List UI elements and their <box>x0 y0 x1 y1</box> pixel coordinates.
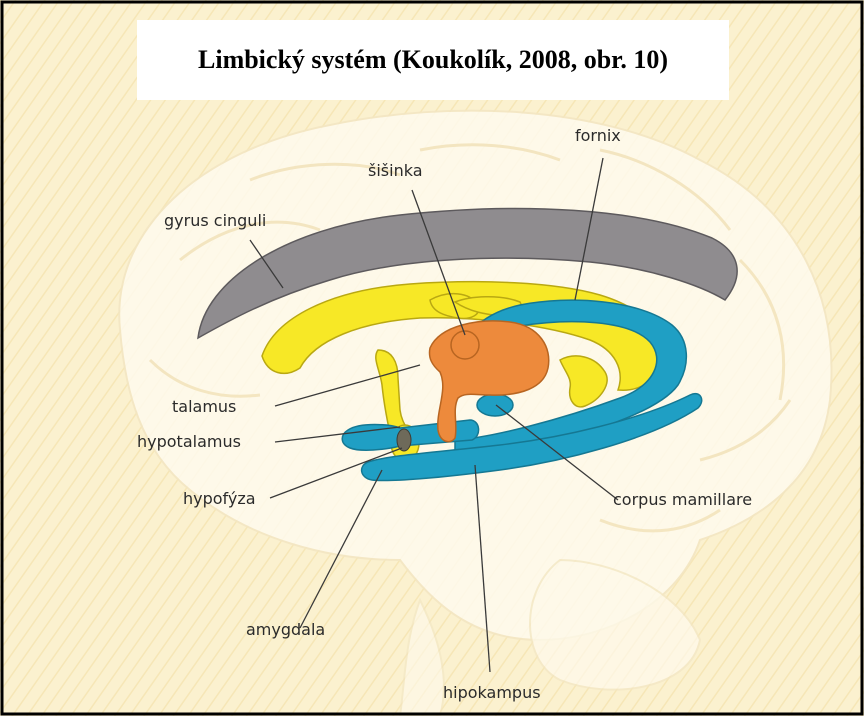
label-corpus-mamillare: corpus mamillare <box>613 490 752 509</box>
label-gyrus-cinguli: gyrus cinguli <box>164 211 266 230</box>
label-hypofyza: hypofýza <box>183 489 256 508</box>
label-fornix: fornix <box>575 126 621 145</box>
label-hypotalamus: hypotalamus <box>137 432 241 451</box>
label-hipokampus: hipokampus <box>443 683 541 702</box>
label-sisinka: šišinka <box>368 161 423 180</box>
hypofyza-shape <box>397 429 411 451</box>
label-talamus: talamus <box>172 397 236 416</box>
figure-title: Limbický systém (Koukolík, 2008, obr. 10… <box>198 45 668 75</box>
title-box: Limbický systém (Koukolík, 2008, obr. 10… <box>137 20 729 100</box>
label-amygdala: amygdala <box>246 620 325 639</box>
